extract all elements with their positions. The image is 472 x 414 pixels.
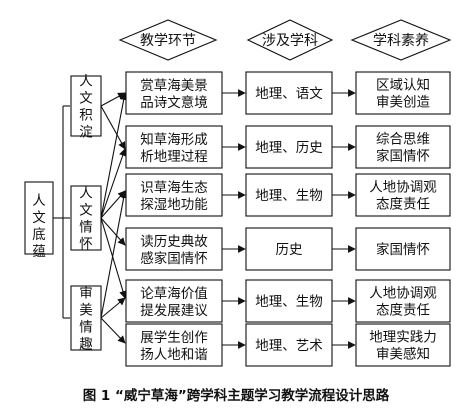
root-char: 蕴 [32,244,46,260]
subject-label: 历史 [276,242,303,258]
group-label-char: 文 [79,203,93,219]
group-label-char: 怀 [79,237,93,253]
subject-label: 地理、生物 [255,188,323,204]
subject-label: 地理、生物 [255,294,323,310]
group-label-char: 情 [79,220,93,236]
group-label-char: 情 [79,320,93,336]
stage-label: 析地理过程 [140,149,208,165]
literacy-box: 家国情怀 [355,227,451,271]
group-label-char: 人 [79,74,93,90]
literacy-label: 审美创造 [376,95,430,111]
literacy-label: 审美感知 [376,346,430,363]
group-stage-arrows [100,92,128,344]
figure-caption: 图 1 “威宁草海”跨学科主题学习教学流程设计思路 [83,387,390,404]
subject-label: 地理、语文 [255,86,323,102]
group-label-char: 美 [79,303,93,319]
stage-label: 识草海生态 [140,180,208,196]
header-subject-label: 涉及学科 [262,33,318,49]
stage-label: 探湿地功能 [140,197,208,213]
group-label-char: 审 [79,286,93,302]
group-label-char: 文 [79,91,93,107]
literacy-label: 人地协调观 [369,286,437,302]
header-stage: 教学环节 [118,19,218,61]
literacy-label: 人地协调观 [369,180,437,196]
literacy-label: 态度责任 [376,303,430,319]
stage-label: 扬人地和谐 [140,347,208,363]
stage-label: 读历史典故 [140,234,208,250]
group-label-char: 人 [79,186,93,202]
stage-label: 赏草海美景 [140,78,208,94]
literacy-label: 地理实践力 [369,330,437,346]
header-subject: 涉及学科 [246,19,334,61]
header-stage-label: 教学环节 [140,33,196,49]
group-label-char: 积 [79,108,93,124]
group-label-char: 淀 [79,125,93,141]
subject-box: 地理、生物 [245,173,333,217]
stage-label: 知草海形成 [140,131,208,148]
literacy-label: 综合思维 [376,132,430,148]
subject-label: 地理、历史 [255,140,323,156]
literacy-label: 家国情怀 [376,148,430,165]
literacy-label: 区域认知 [376,77,430,94]
subject-box: 地理、生物 [245,279,333,323]
stage-label: 提发展建议 [140,303,208,319]
root-char: 人 [32,193,46,209]
group-label-char: 趣 [79,337,93,353]
stage-label: 论草海价值 [140,286,208,302]
subject-box: 历史 [245,227,333,271]
subject-box: 地理、艺术 [245,323,333,367]
root-connectors [53,105,70,319]
literacy-label: 态度责任 [376,197,430,213]
subject-box: 地理、历史 [245,125,333,169]
header-literacy-label: 学科素养 [373,33,429,49]
subject-label: 地理、艺术 [255,338,323,354]
literacy-label: 家国情怀 [376,241,430,258]
stage-label: 品诗文意境 [140,94,208,111]
root-node: 人 文 底 蕴 [24,181,54,260]
stage-label: 展学生创作 [140,330,208,346]
stage-label: 感家国情怀 [140,250,208,267]
root-char: 底 [32,227,46,243]
root-char: 文 [32,210,46,226]
subject-box: 地理、语文 [245,71,333,115]
header-literacy: 学科素养 [350,19,452,61]
